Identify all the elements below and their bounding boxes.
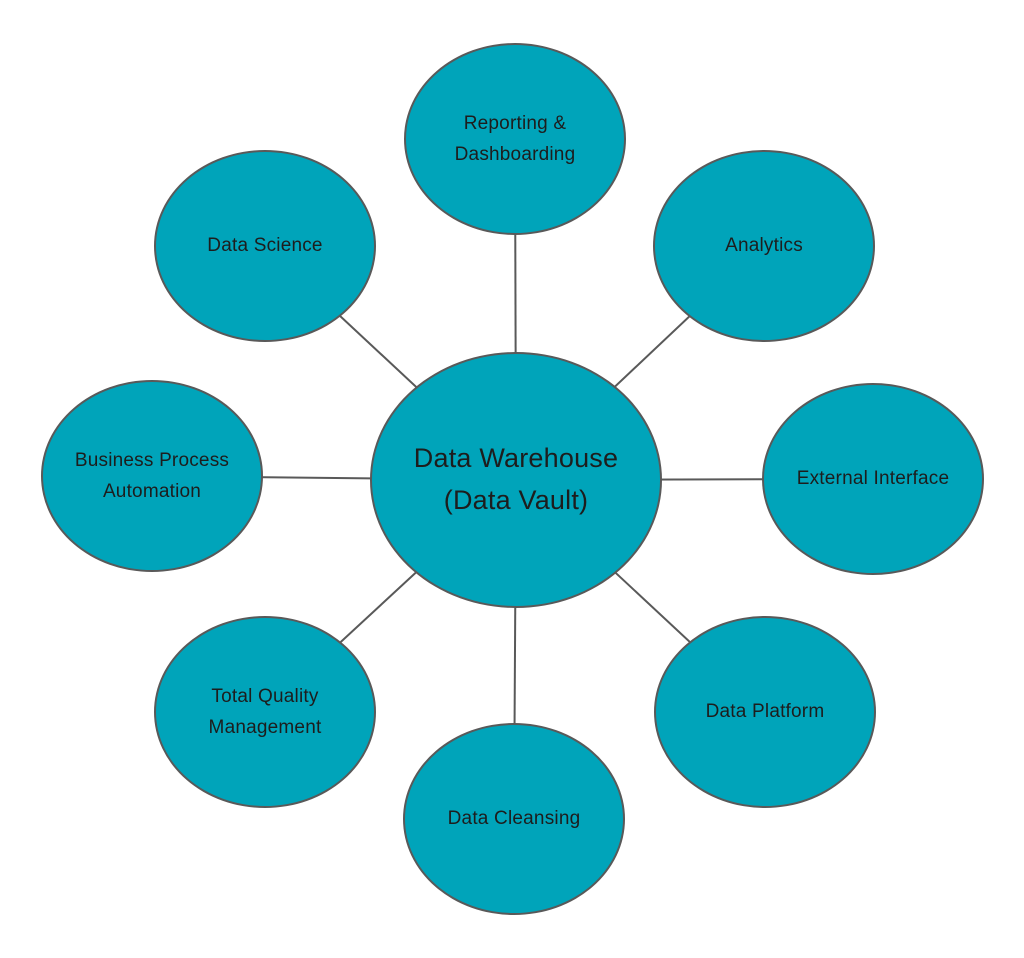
node-analytics: Analytics (653, 150, 875, 342)
node-data-science: Data Science (154, 150, 376, 342)
node-data-warehouse: Data Warehouse (Data Vault) (370, 352, 662, 608)
node-business-process-automation: Business Process Automation (41, 380, 263, 572)
node-data-cleansing: Data Cleansing (403, 723, 625, 915)
node-total-quality-management: Total Quality Management (154, 616, 376, 808)
node-reporting-dashboarding: Reporting & Dashboarding (404, 43, 626, 235)
node-data-platform: Data Platform (654, 616, 876, 808)
node-external-interface: External Interface (762, 383, 984, 575)
